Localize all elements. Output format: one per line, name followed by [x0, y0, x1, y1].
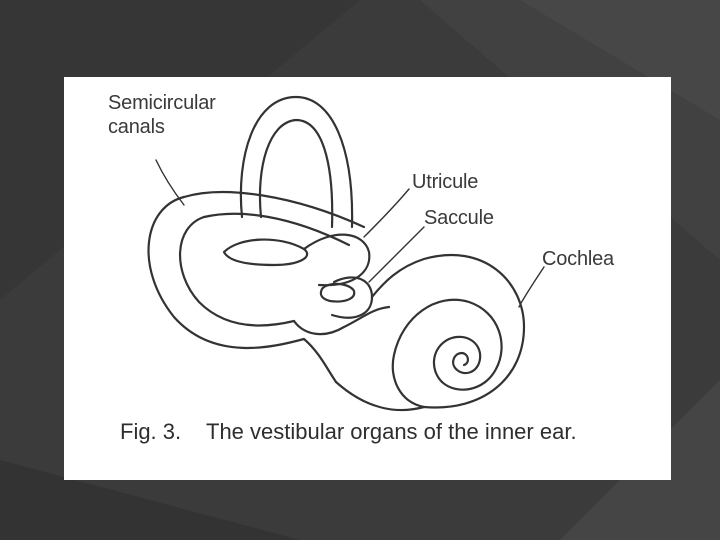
cochlea-duct-upper [370, 257, 426, 299]
leader-cochlea [518, 266, 545, 308]
superior-canal [239, 95, 354, 229]
leader-saccule [368, 226, 425, 283]
leader-utricule [363, 188, 410, 238]
label-cochlea: Cochlea [542, 248, 614, 270]
canal-opening [222, 238, 309, 267]
vestibule-base [302, 337, 338, 384]
caption-text: The vestibular organs of the inner ear. [206, 419, 577, 444]
caption-number: Fig. 3. [120, 419, 182, 444]
label-saccule: Saccule [424, 207, 494, 229]
cochlea-duct-lower [334, 380, 426, 411]
lateral-canal-inner [178, 215, 296, 327]
cochlea-outer [422, 253, 526, 409]
figure-caption: Fig. 3. The vestibular organs of the inne… [120, 419, 577, 445]
figure-panel: Semicircular canals Utricule Saccule Coc… [64, 77, 671, 480]
cochlea-spiral-2 [432, 335, 482, 384]
inner-ear-diagram [147, 95, 545, 411]
leader-semicircular [155, 159, 185, 206]
label-semicircular-canals: Semicircular canals [108, 92, 216, 138]
saccule-window [319, 282, 356, 303]
superior-canal-inner [258, 118, 334, 229]
label-utricule: Utricule [412, 171, 479, 193]
vestibule-lower [292, 305, 391, 336]
cochlea-spiral-3 [452, 351, 469, 371]
utricle-body [302, 233, 371, 287]
lateral-canal-outer [147, 195, 306, 350]
canal-top-band [182, 191, 366, 229]
cochlea-spiral-1 [391, 298, 503, 409]
